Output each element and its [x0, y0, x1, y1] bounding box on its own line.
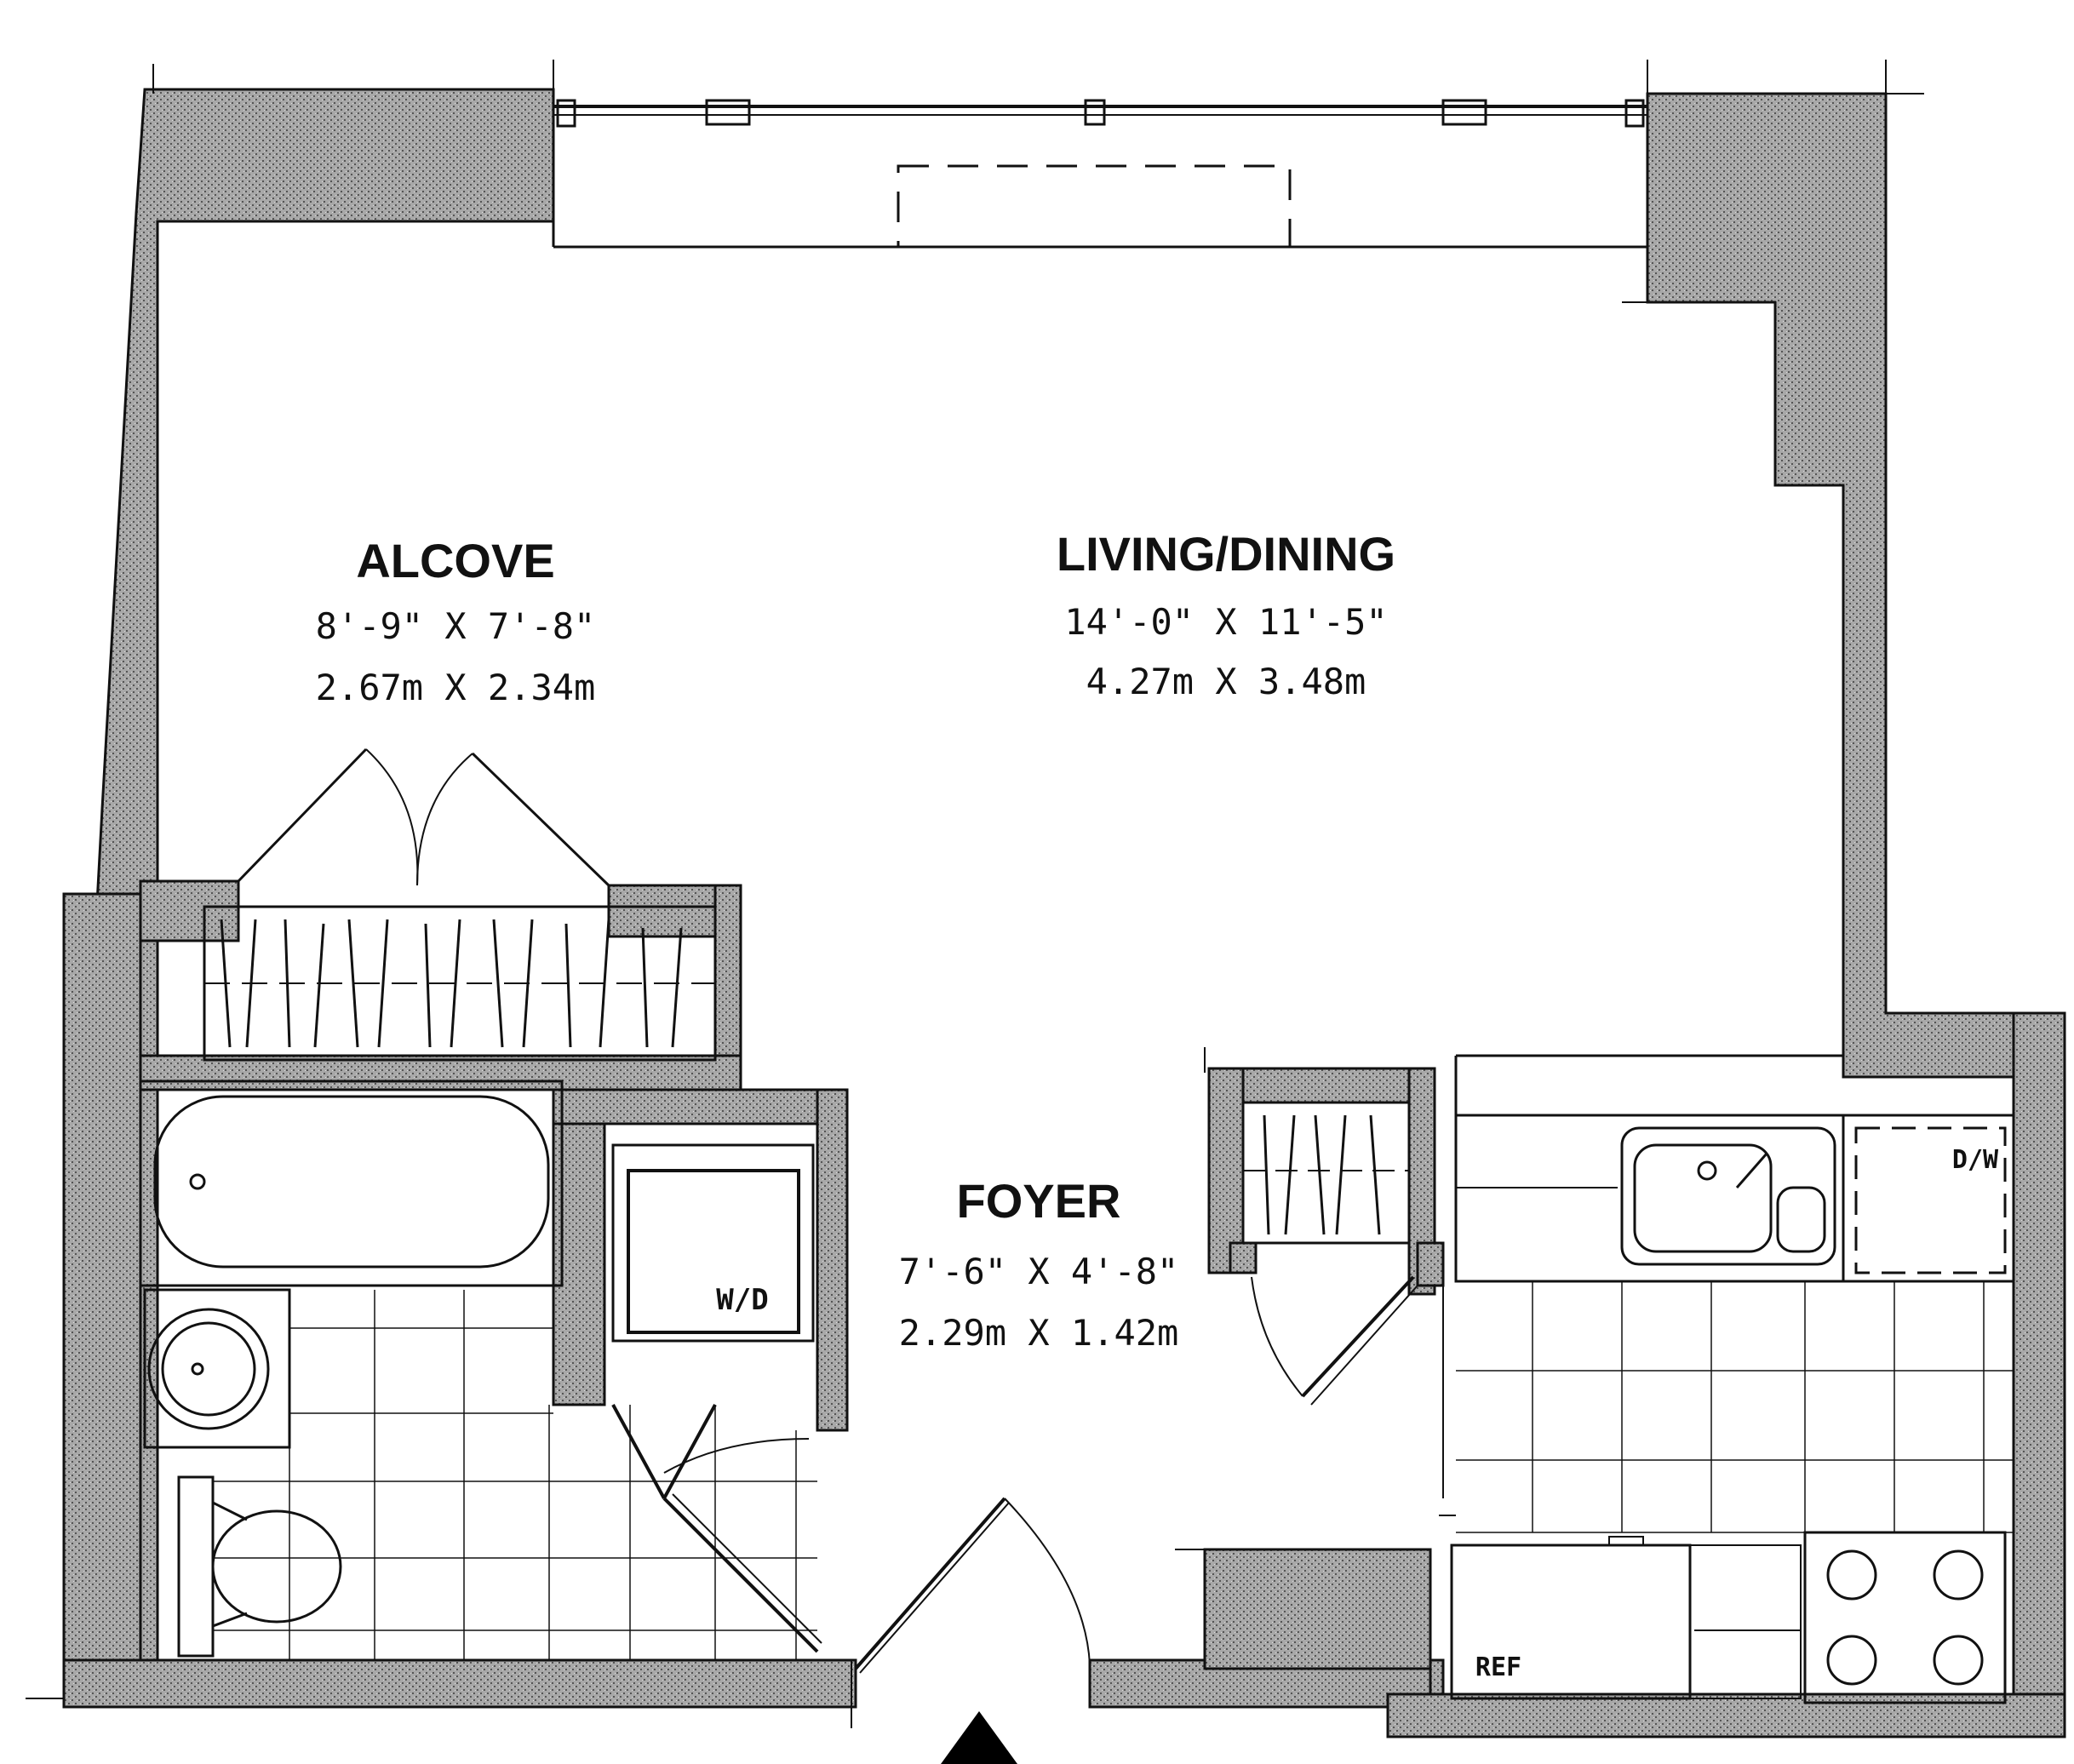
foyer-imperial: 7'-6" X 4'-8" — [899, 1251, 1179, 1292]
alcove-closet — [139, 747, 742, 1100]
living-name: LIVING/DINING — [1057, 527, 1395, 581]
interior-lines — [1175, 1047, 1456, 1550]
alcove-name: ALCOVE — [356, 534, 554, 587]
exterior-walls — [62, 88, 2066, 1738]
alcove-metric: 2.67m X 2.34m — [316, 667, 596, 708]
label-foyer: FOYER 7'-6" X 4'-8" 2.29m X 1.42m — [899, 1174, 1179, 1354]
washer-dryer-label: W/D — [716, 1283, 768, 1317]
foyer-metric: 2.29m X 1.42m — [899, 1312, 1179, 1354]
foyer-name: FOYER — [957, 1174, 1121, 1228]
window-wall — [152, 60, 1924, 303]
refrigerator-label: REF — [1475, 1652, 1521, 1682]
label-living-dining: LIVING/DINING 14'-0" X 11'-5" 4.27m X 3.… — [1057, 527, 1395, 702]
bathroom — [139, 1080, 849, 1660]
entry-arrow-icon — [941, 1711, 1017, 1764]
kitchen — [1450, 1054, 2015, 1704]
label-alcove: ALCOVE 8'-9" X 7'-8" 2.67m X 2.34m — [316, 534, 596, 708]
living-metric: 4.27m X 3.48m — [1086, 661, 1366, 702]
entry-door — [26, 1497, 1091, 1728]
foyer-closet — [1207, 1067, 1445, 1406]
alcove-imperial: 8'-9" X 7'-8" — [316, 605, 596, 647]
living-imperial: 14'-0" X 11'-5" — [1064, 601, 1387, 643]
dishwasher-label: D/W — [1952, 1145, 1999, 1175]
